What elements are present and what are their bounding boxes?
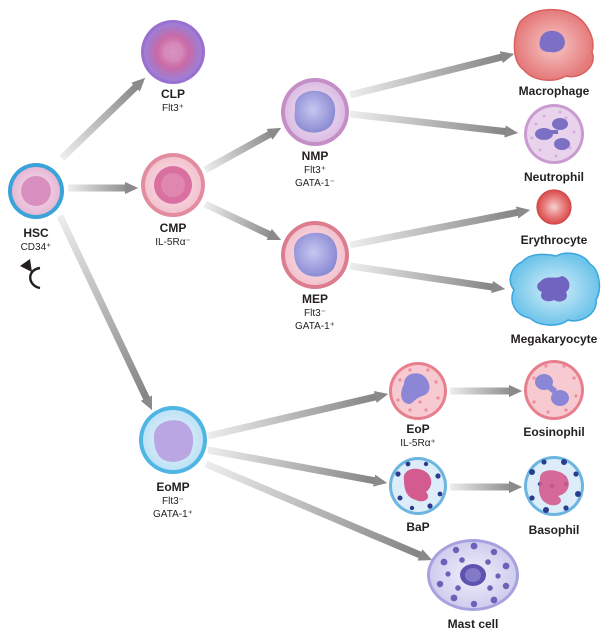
arrow-hsc-to-clp bbox=[59, 77, 146, 161]
arrow-shape bbox=[207, 391, 388, 440]
clp-marker-1: Flt3⁺ bbox=[162, 103, 184, 114]
eosinophil-name: Eosinophil bbox=[523, 425, 584, 439]
arrow-shape bbox=[68, 182, 138, 194]
arrowhead bbox=[491, 281, 505, 294]
eomp-cell bbox=[139, 406, 207, 474]
mep-marker-2: GATA-1⁺ bbox=[295, 321, 335, 332]
clp-label: CLP Flt3⁺ bbox=[161, 87, 185, 114]
arrow-shape bbox=[207, 446, 387, 487]
eop-marker-1: IL-5Rα⁺ bbox=[400, 438, 436, 449]
arrowhead bbox=[266, 229, 282, 241]
nmp-cell bbox=[281, 78, 349, 146]
eop-cell bbox=[389, 362, 447, 420]
cmp-label: CMP IL-5Rα⁻ bbox=[155, 221, 191, 248]
eomp-marker-1: Flt3⁻ bbox=[162, 496, 184, 507]
erythrocyte-cell bbox=[536, 189, 572, 225]
mep-cell bbox=[281, 221, 349, 289]
basophil-cell bbox=[524, 456, 584, 516]
megakaryocyte-name: Megakaryocyte bbox=[511, 332, 598, 346]
arrowhead bbox=[131, 77, 146, 92]
mast-cell-name: Mast cell bbox=[448, 617, 499, 631]
arrowhead bbox=[141, 395, 152, 410]
arrow-nmp-to-neutrophil bbox=[349, 110, 519, 138]
cmp-cell bbox=[141, 153, 205, 217]
arrow-bap-to-basophil bbox=[450, 481, 522, 493]
hsc-name: HSC bbox=[23, 226, 49, 240]
arrow-shape bbox=[450, 481, 522, 493]
arrow-shape bbox=[204, 460, 432, 561]
clp-cell bbox=[141, 20, 205, 84]
hsc-label: HSC CD34⁺ bbox=[21, 226, 52, 253]
eosinophil-cell bbox=[524, 360, 584, 420]
arrow-nmp-to-macrophage bbox=[349, 51, 514, 99]
arrow-shape bbox=[450, 385, 522, 397]
clp-name: CLP bbox=[161, 87, 185, 101]
arrow-shape bbox=[203, 200, 282, 241]
arrowhead bbox=[373, 391, 388, 403]
hsc-marker-1: CD34⁺ bbox=[21, 242, 52, 253]
eop-label: EoP IL-5Rα⁺ bbox=[400, 422, 436, 449]
bap-name: BaP bbox=[406, 520, 429, 534]
arrow-shape bbox=[203, 127, 282, 174]
basophil-name: Basophil bbox=[529, 523, 580, 537]
self-renewal-arrowhead bbox=[20, 259, 32, 272]
mep-name: MEP bbox=[302, 292, 328, 306]
mep-label: MEP Flt3⁻ GATA-1⁺ bbox=[295, 292, 335, 332]
self-renewal-arrow bbox=[29, 266, 41, 290]
arrow-shape bbox=[349, 51, 514, 99]
macrophage-cell bbox=[513, 8, 594, 82]
arrowhead bbox=[504, 125, 519, 138]
erythrocyte-name: Erythrocyte bbox=[521, 233, 588, 247]
eomp-label: EoMP Flt3⁻ GATA-1⁺ bbox=[153, 480, 193, 520]
arrowhead bbox=[499, 51, 514, 63]
eop-name: EoP bbox=[406, 422, 429, 436]
bap-label: BaP bbox=[406, 520, 429, 534]
megakaryocyte-cell bbox=[509, 252, 601, 326]
cmp-marker-1: IL-5Rα⁻ bbox=[155, 237, 191, 248]
neutrophil-name: Neutrophil bbox=[524, 170, 584, 184]
arrow-mep-to-erythrocyte bbox=[349, 206, 530, 249]
bap-cell bbox=[389, 457, 447, 515]
mast-cell bbox=[427, 539, 519, 611]
arrow-eomp-to-bap bbox=[207, 446, 387, 487]
nmp-marker-2: GATA-1⁻ bbox=[295, 178, 335, 189]
arrowhead bbox=[516, 206, 530, 219]
nmp-name: NMP bbox=[302, 149, 329, 163]
arrow-hsc-to-cmp bbox=[68, 182, 138, 194]
cmp-name: CMP bbox=[160, 221, 187, 235]
arrowhead bbox=[509, 481, 522, 493]
arrow-shape bbox=[349, 110, 519, 138]
arrow-eomp-to-mast_cell bbox=[204, 460, 432, 561]
arrowhead bbox=[266, 127, 282, 140]
arrow-hsc-to-eomp bbox=[56, 214, 152, 410]
nmp-marker-1: Flt3⁺ bbox=[304, 165, 326, 176]
eomp-name: EoMP bbox=[156, 480, 189, 494]
mep-marker-1: Flt3⁻ bbox=[304, 308, 326, 319]
arrowhead bbox=[509, 385, 522, 397]
neutrophil-cell bbox=[524, 104, 584, 164]
arrow-cmp-to-mep bbox=[203, 200, 282, 241]
nmp-label: NMP Flt3⁺ GATA-1⁻ bbox=[295, 149, 335, 189]
arrow-shape bbox=[56, 214, 152, 410]
arrow-eop-to-eosinophil bbox=[450, 385, 522, 397]
eomp-marker-2: GATA-1⁺ bbox=[153, 509, 193, 520]
arrowhead bbox=[373, 474, 387, 487]
arrow-eomp-to-eop bbox=[207, 391, 388, 440]
arrow-mep-to-megakaryocyte bbox=[349, 262, 505, 294]
hsc-cell bbox=[8, 163, 64, 219]
macrophage-name: Macrophage bbox=[519, 84, 590, 98]
arrowhead bbox=[417, 549, 432, 561]
arrow-shape bbox=[59, 77, 146, 161]
arrow-shape bbox=[349, 262, 505, 294]
lineage-arrows bbox=[56, 51, 530, 561]
arrow-cmp-to-nmp bbox=[203, 127, 282, 174]
arrow-shape bbox=[349, 206, 530, 249]
arrowhead bbox=[125, 182, 138, 194]
